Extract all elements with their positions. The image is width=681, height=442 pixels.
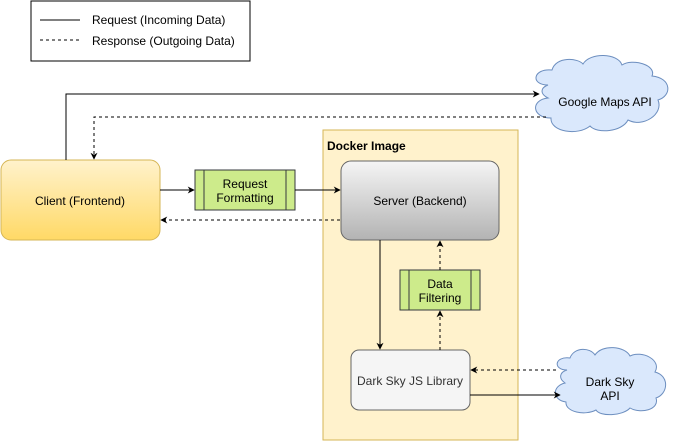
request-formatting-process: Request Formatting [194, 169, 296, 211]
request-formatting-label-line1: Request [223, 177, 268, 191]
request-formatting-label-line2: Formatting [216, 191, 273, 205]
server-backend-label: Server (Backend) [373, 194, 466, 208]
dark-sky-js-library-node [350, 349, 471, 411]
server-backend-node [340, 160, 500, 241]
data-filtering-label-line1: Data [427, 277, 453, 291]
client-frontend-label: Client (Frontend) [35, 194, 125, 208]
legend-request-label: Request (Incoming Data) [92, 13, 225, 27]
legend: Request (Incoming Data) Response (Outgoi… [30, 0, 251, 62]
docker-image-title: Docker Image [327, 139, 406, 153]
google-maps-api-label: Google Maps API [558, 95, 651, 109]
data-filtering-process: Data Filtering [399, 269, 481, 311]
dark-sky-api-label-line1: Dark Sky [586, 375, 635, 389]
legend-response-label: Response (Outgoing Data) [92, 34, 235, 48]
client-frontend-node [0, 159, 161, 241]
data-filtering-label-line2: Filtering [419, 291, 462, 305]
dark-sky-api-label-line2: API [600, 389, 619, 403]
legend-box [30, 0, 251, 62]
dark-sky-js-library-label: Dark Sky JS Library [357, 374, 463, 388]
edge-google-maps-to-client [90, 116, 546, 160]
edge-client-to-google-maps [65, 90, 540, 160]
google-maps-api-cloud [535, 55, 669, 133]
